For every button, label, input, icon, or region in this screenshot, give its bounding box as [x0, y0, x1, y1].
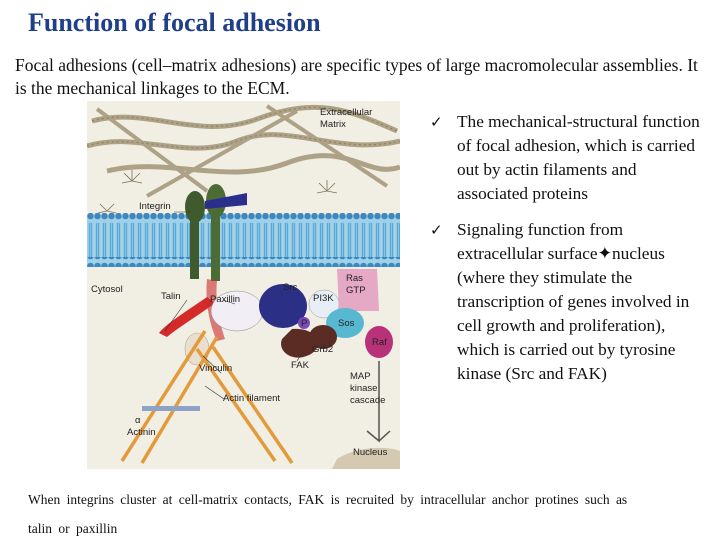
- label-src: Src: [283, 282, 298, 293]
- label-alpha: α: [135, 415, 141, 426]
- label-paxillin: Paxillin: [210, 294, 240, 305]
- intro-paragraph: Focal adhesions (cell–matrix adhesions) …: [15, 54, 705, 100]
- check-icon: ✓: [430, 110, 443, 134]
- label-cascade: cascade: [350, 395, 385, 406]
- actinin-protein: [142, 406, 200, 411]
- label-nucleus: Nucleus: [353, 447, 388, 458]
- label-p: P: [301, 318, 307, 329]
- label-pi3k: PI3K: [313, 293, 334, 304]
- label-grb2: Grb2: [312, 344, 333, 355]
- check-icon: ✓: [430, 218, 443, 242]
- label-gtp: GTP: [346, 285, 366, 296]
- label-raf: Raf: [372, 337, 387, 348]
- label-fak: FAK: [291, 360, 310, 371]
- bullet-mechanical: ✓ The mechanical-structural function of …: [430, 110, 700, 206]
- label-talin: Talin: [161, 291, 181, 302]
- focal-adhesion-diagram: Extracellular Matrix Integrin Cytosol Ta…: [87, 101, 400, 469]
- label-ras: Ras: [346, 273, 363, 284]
- label-actin-filament: Actin filament: [223, 393, 280, 404]
- membrane-heads-top: [87, 213, 400, 223]
- bullet-list: ✓ The mechanical-structural function of …: [430, 110, 700, 398]
- label-integrin: Integrin: [139, 201, 171, 212]
- label-cytosol: Cytosol: [91, 284, 123, 295]
- bullet-text: The mechanical-structural function of fo…: [457, 112, 700, 203]
- slide-title: Function of focal adhesion: [28, 8, 321, 38]
- bullet-signaling: ✓ Signaling function from extracellular …: [430, 218, 700, 386]
- label-extracellular: Extracellular: [320, 107, 372, 118]
- bullet-text: Signaling function from extracellular su…: [457, 220, 689, 383]
- label-actinin: Actinin: [127, 427, 156, 438]
- caption-text: When integrins cluster at cell-matrix co…: [28, 485, 628, 543]
- label-matrix: Matrix: [320, 119, 346, 130]
- membrane-tails: [87, 223, 400, 257]
- label-sos: Sos: [338, 318, 355, 329]
- label-vinculin: Vinculin: [199, 363, 232, 374]
- label-kinase: kinase: [350, 383, 377, 394]
- label-map: MAP: [350, 371, 371, 382]
- membrane-heads-bottom: [87, 257, 400, 267]
